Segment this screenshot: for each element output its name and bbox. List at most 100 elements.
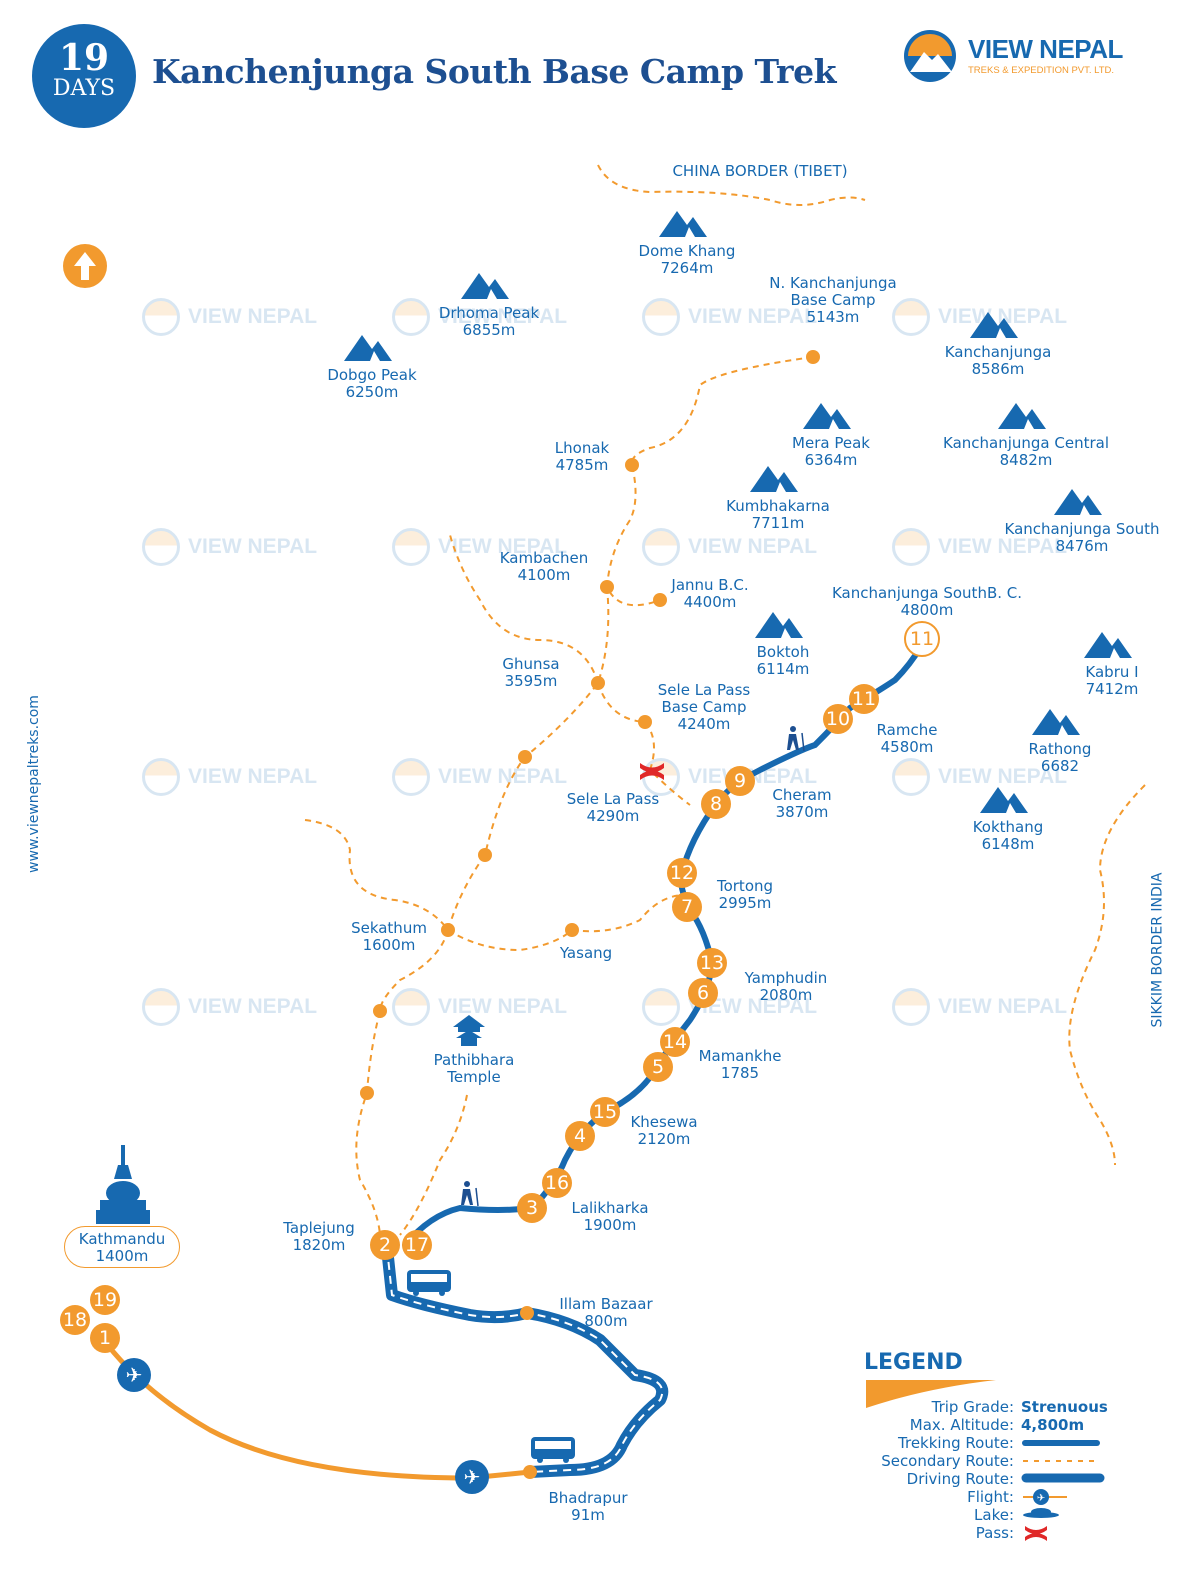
watermark-logo: VIEW NEPAL (892, 988, 1067, 1026)
place-name: Khesewa (630, 1113, 698, 1131)
place-name: Kumbhakarna (726, 497, 830, 515)
place-name: Pathibhara (433, 1051, 515, 1069)
hiker-icon (787, 726, 805, 752)
place-name: Dobgo Peak (327, 366, 417, 384)
day-marker: 1 (90, 1323, 120, 1353)
legend-pass-icon (1021, 1524, 1051, 1546)
watermark-logo: VIEW NEPAL (892, 298, 1067, 336)
place-name: Kanchanjunga (944, 343, 1052, 361)
mountain-icon (1032, 709, 1080, 735)
waypoint-dot (520, 1306, 534, 1320)
kathmandu-label: Kathmandu 1400m (64, 1226, 180, 1268)
place-label: Kanchanjunga SouthB. C.4800m (832, 585, 1022, 619)
place-altitude: 6250m (345, 383, 399, 401)
legend-value: Strenuous (1021, 1398, 1108, 1416)
watermark-logo: VIEW NEPAL (392, 528, 567, 566)
legend-label: Secondary Route: (881, 1452, 1014, 1470)
mountain-icon (461, 273, 509, 299)
place-name: Tortong (716, 877, 774, 895)
watermark-logo: VIEW NEPAL (892, 758, 1067, 796)
legend-lake-icon (1021, 1506, 1065, 1524)
place-altitude: 800m (584, 1312, 628, 1330)
place-name: Kanchanjunga South (1004, 520, 1160, 538)
place-name: Yamphudin (744, 969, 828, 987)
place-altitude: 8476m (1055, 537, 1109, 555)
place-name: Kathmandu (78, 1230, 166, 1248)
place-altitude: 6148m (981, 835, 1035, 853)
brand-logo: VIEW NEPAL TREKS & EXPEDITION PVT. LTD. (902, 28, 1152, 88)
legend-label: Lake: (974, 1506, 1014, 1524)
watermark-logo: VIEW NEPAL (142, 528, 317, 566)
svg-text:✈: ✈ (126, 1363, 143, 1387)
place-altitude: 4800m (900, 601, 954, 619)
place-name: Drhoma Peak (438, 304, 540, 322)
trip-days-badge: 19 DAYS (32, 24, 136, 128)
bus-icon (407, 1270, 451, 1296)
temple-icon (453, 1015, 485, 1046)
north-arrow-icon (63, 244, 107, 288)
place-altitude: 7412m (1085, 680, 1139, 698)
watermark-logo: VIEW NEPAL (642, 298, 817, 336)
day-marker: 13 (697, 948, 727, 978)
place-name: Taplejung (283, 1219, 355, 1237)
waypoint-dot (360, 1086, 374, 1100)
day-marker: 4 (565, 1121, 595, 1151)
legend-trekking-line-icon (1021, 1434, 1101, 1452)
place-name: Temple (447, 1068, 501, 1086)
day-marker: 18 (60, 1305, 90, 1335)
pass-icon (640, 763, 664, 780)
watermark-logo: VIEW NEPAL (642, 528, 817, 566)
place-name: Sekathum (351, 919, 427, 937)
mountain-icon (659, 211, 707, 237)
place-altitude: 4580m (880, 738, 934, 756)
day-marker: 17 (402, 1230, 432, 1260)
day-marker: 5 (643, 1052, 673, 1082)
place-altitude: 3595m (504, 672, 558, 690)
sikkim-border-label: SIKKIM BORDER INDIA (1149, 872, 1166, 1028)
place-name: Lhonak (554, 439, 610, 457)
place-altitude: 1785 (720, 1064, 760, 1082)
place-name: Jannu B.C. (671, 576, 749, 594)
legend-swoosh (866, 1380, 996, 1408)
legend-label: Flight: (967, 1488, 1014, 1506)
day-marker: 15 (590, 1097, 620, 1127)
svg-text:✈: ✈ (1037, 1493, 1045, 1504)
day-marker: 12 (667, 858, 697, 888)
place-name: Bhadrapur (548, 1489, 628, 1507)
watermark-logo: VIEW NEPAL (642, 988, 817, 1026)
place-name: Kokthang (972, 818, 1044, 836)
place-name: Sele La Pass (657, 681, 751, 699)
place-altitude: 1400m (95, 1247, 149, 1265)
mountain-icon (980, 787, 1028, 813)
waypoint-dot (565, 923, 579, 937)
place-name: Illam Bazaar (559, 1295, 653, 1313)
legend-title: LEGEND (864, 1350, 963, 1375)
day-marker: 11 (904, 621, 940, 657)
waypoint-dot (373, 1004, 387, 1018)
day-marker: 9 (725, 766, 755, 796)
place-name: Yasang (559, 944, 613, 962)
legend-label: Driving Route: (906, 1470, 1014, 1488)
airplane-icon: ✈ (117, 1358, 151, 1392)
waypoint-dot (625, 458, 639, 472)
waypoint-dot (478, 848, 492, 862)
